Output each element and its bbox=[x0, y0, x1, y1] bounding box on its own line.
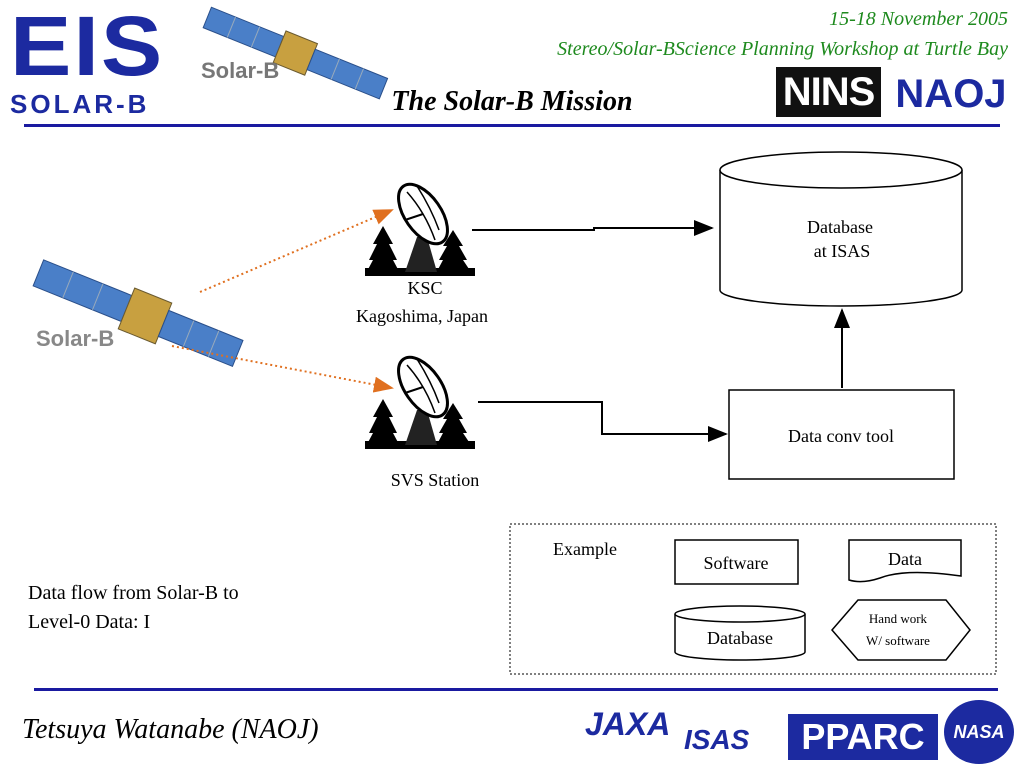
database-isas-label-2: at ISAS bbox=[814, 241, 871, 261]
database-isas: Database at ISAS bbox=[719, 151, 963, 307]
data-flow-diagram: Solar-B KSC Kagoshima, Japan SVS Station… bbox=[32, 151, 997, 675]
legend-database-shape bbox=[674, 605, 806, 661]
ksc-to-database-arrow bbox=[472, 220, 714, 236]
caption-line-1: Data flow from Solar-B to bbox=[28, 582, 239, 604]
legend-box bbox=[509, 523, 997, 675]
eis-logo: EIS SOLAR-B bbox=[10, 4, 164, 118]
legend-data-shape bbox=[848, 539, 962, 583]
svs-to-tool-arrow bbox=[478, 401, 728, 442]
pparc-logo: PPARC bbox=[788, 714, 938, 760]
nins-logo: NINS bbox=[776, 67, 881, 117]
svs-antenna-icon bbox=[365, 355, 475, 449]
data-conv-tool-box bbox=[728, 389, 955, 480]
header-divider bbox=[24, 124, 1000, 127]
workshop-name: Stereo/Solar-BScience Planning Workshop … bbox=[557, 38, 1008, 60]
isas-logo: ISAS bbox=[684, 724, 750, 755]
author: Tetsuya Watanabe (NAOJ) bbox=[22, 714, 319, 745]
ksc-antenna-icon bbox=[365, 182, 475, 276]
legend-hand-work-label-2: W/ software bbox=[866, 633, 930, 648]
header-satellite-icon: Solar-B bbox=[201, 6, 389, 100]
caption-line-2: Level-0 Data: I bbox=[28, 611, 151, 633]
downlink-svs-arrow bbox=[171, 345, 394, 393]
ksc-label: KSC bbox=[407, 278, 442, 298]
legend-hand-work-shape bbox=[831, 599, 971, 661]
jaxa-logo: JAXA bbox=[585, 706, 671, 742]
database-isas-label-1: Database bbox=[807, 217, 873, 237]
workshop-date: 15-18 November 2005 bbox=[829, 8, 1008, 30]
solar-b-satellite-icon: Solar-B bbox=[32, 259, 244, 368]
satellite-label: Solar-B bbox=[36, 326, 114, 351]
legend-hand-work-label-1: Hand work bbox=[869, 611, 928, 626]
legend-title: Example bbox=[553, 539, 617, 559]
legend-software-box bbox=[674, 539, 799, 585]
downlink-ksc-arrow bbox=[199, 209, 394, 293]
header-satellite-label: Solar-B bbox=[201, 58, 279, 83]
eis-logo-text: EIS bbox=[10, 0, 165, 94]
legend-software-label: Software bbox=[704, 553, 769, 573]
svs-label: SVS Station bbox=[391, 470, 480, 490]
legend-data-label: Data bbox=[888, 549, 922, 569]
page-title: The Solar-B Mission bbox=[391, 86, 633, 117]
ksc-location: Kagoshima, Japan bbox=[356, 306, 488, 326]
data-conv-tool-label: Data conv tool bbox=[788, 426, 894, 446]
eis-logo-subtext: SOLAR-B bbox=[10, 89, 150, 119]
nasa-logo: NASA bbox=[944, 700, 1014, 764]
footer-divider bbox=[34, 688, 998, 691]
legend-database-label: Database bbox=[707, 628, 773, 648]
naoj-logo: NAOJ bbox=[895, 72, 1007, 116]
